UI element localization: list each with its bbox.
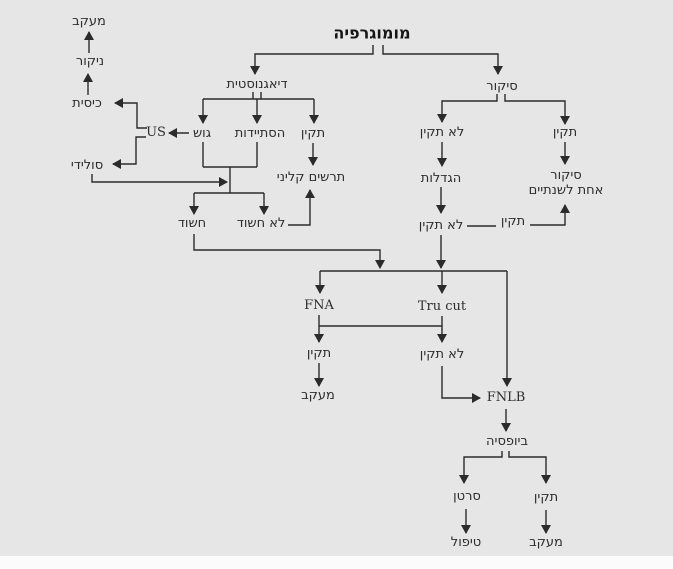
node-aspiration: ניקור: [75, 54, 105, 70]
edge-us-to-cystic: [114, 98, 147, 129]
node-diagnostic: דיאגנוסטית: [226, 77, 288, 93]
edge-solid-to-merge: [91, 174, 228, 187]
node-normal-screen: תקין: [552, 125, 578, 141]
node-mass: גוש: [192, 126, 212, 142]
node-abnormal-tru: לא תקין: [419, 347, 465, 363]
node-followup-fna: מעקב: [301, 388, 335, 404]
edge-title-to-diagnostic: [250, 45, 374, 75]
node-followup-top: מעקב: [72, 14, 106, 30]
node-fnlb: FNLB: [486, 390, 526, 406]
node-biennial-screening: סיקור אחת לשנתיים: [528, 168, 604, 199]
node-normal-fna: תקין: [306, 346, 332, 362]
edge-suspicious-to-biopsy-bar: [193, 234, 385, 269]
node-treatment: טיפול: [450, 535, 482, 551]
edge-screening-to-abnormal: [437, 94, 498, 123]
node-abnormal-mag: לא תקין: [418, 218, 464, 234]
node-solid: סולידי: [70, 158, 104, 174]
edge-title-to-screening: [382, 45, 503, 75]
node-normal-biopsy: תקין: [533, 490, 559, 506]
edge-biopsy-to-normal: [508, 451, 551, 484]
node-abnormal-screen: לא תקין: [419, 125, 465, 141]
node-normal-diag: תקין: [300, 126, 326, 142]
edge-abnormal-tru-to-fnlb: [441, 366, 481, 403]
page-bottom-margin: [0, 556, 673, 569]
node-magnification: הגדלות: [420, 171, 462, 187]
edge-biopsy-to-cancer: [459, 451, 503, 484]
node-normal-mag: תקין: [500, 214, 526, 230]
node-not-suspicious: לא חשוד: [236, 216, 286, 232]
biennial-screening-line1: סיקור: [550, 168, 582, 184]
edge-us-to-solid: [112, 136, 146, 169]
node-screening: סיקור: [486, 79, 518, 95]
node-cystic: כיסית: [72, 96, 102, 112]
edge-normal-mag-to-biennial: [530, 204, 570, 226]
node-mammography-title: מומוגרפיה: [333, 23, 411, 43]
node-clinical-chart: תרשים קליני: [276, 170, 346, 186]
node-followup-biopsy: מעקב: [529, 535, 563, 551]
node-tru-cut: Tru cut: [417, 299, 467, 315]
node-biopsy: ביופסיה: [486, 434, 528, 450]
node-fna: FNA: [304, 298, 334, 314]
node-cancer: סרטן: [453, 489, 481, 505]
node-suspicious: חשוד: [177, 216, 207, 232]
node-calcification: הסתיידות: [234, 126, 286, 142]
biennial-screening-line2: אחת לשנתיים: [528, 183, 604, 198]
node-us: US: [146, 125, 166, 141]
edge-not-suspicious-to-chart: [288, 189, 315, 226]
edge-screening-to-normal: [504, 94, 570, 125]
